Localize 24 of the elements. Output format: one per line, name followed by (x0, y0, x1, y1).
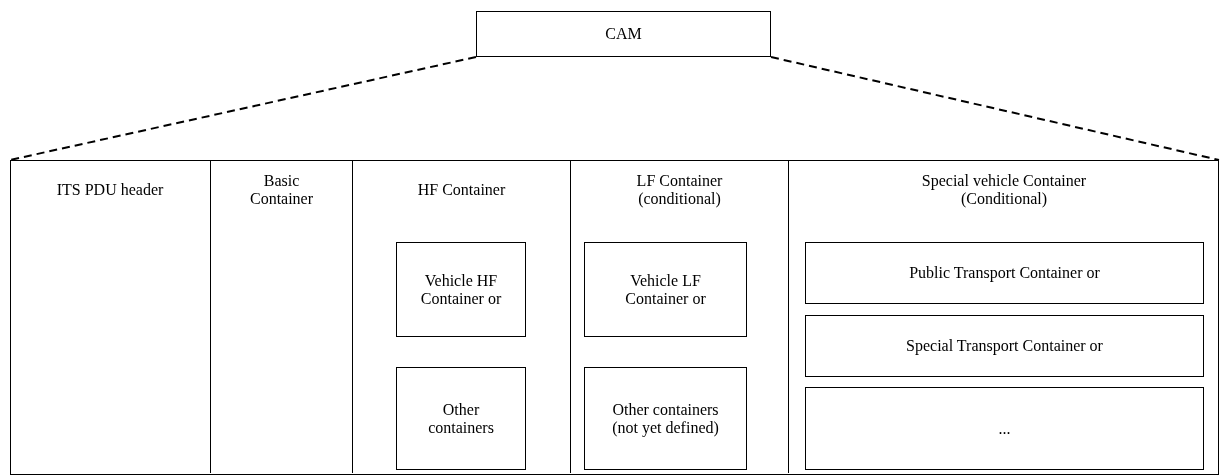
column-heading: HF Container (417, 181, 506, 199)
column-heading: Special vehicle Container (Conditional) (920, 172, 1088, 208)
container-box (805, 387, 1204, 470)
box-label: CAM (605, 25, 642, 43)
box-label: Other containers (427, 400, 495, 437)
column-heading: Basic Container (248, 172, 315, 208)
container-box (805, 242, 1204, 304)
container-box (584, 367, 747, 470)
column-heading: ITS PDU header (56, 181, 164, 199)
box-label: Vehicle HF Container or (419, 271, 503, 308)
dashed-line (9, 56, 477, 161)
container-box (396, 242, 526, 337)
container-box (584, 242, 747, 337)
container-box (805, 315, 1204, 377)
box-label: Other containers (not yet defined) (611, 400, 720, 437)
box-label: Special Transport Container or (906, 337, 1103, 355)
box-label: ... (998, 419, 1011, 438)
column-heading: LF Container (conditional) (635, 172, 724, 208)
container-box (396, 367, 526, 470)
dashed-line (770, 56, 1220, 161)
box-label: Vehicle LF Container or (624, 271, 707, 308)
box-label: Public Transport Container or (909, 264, 1100, 282)
message-box (476, 11, 771, 57)
container-band (10, 160, 1219, 475)
